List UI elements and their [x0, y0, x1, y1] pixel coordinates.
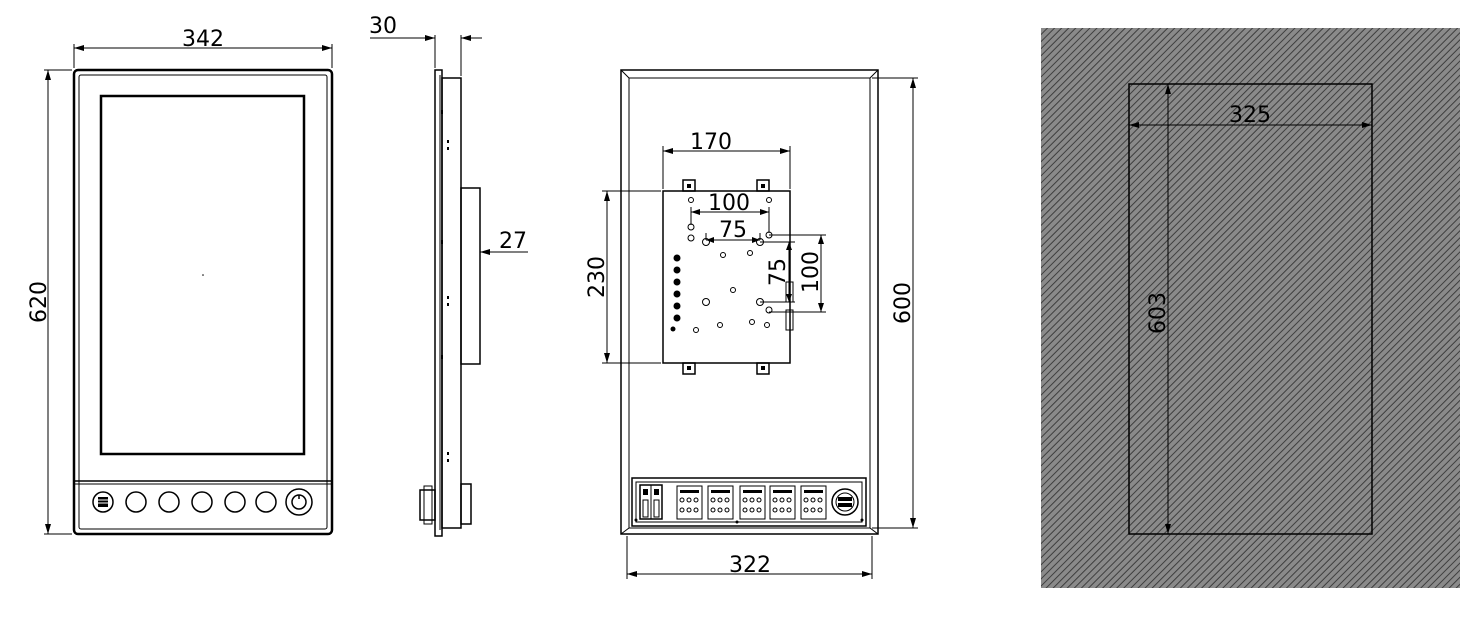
front-width-label: 342 — [182, 27, 224, 52]
function-buttons — [92, 488, 313, 516]
side-depth-label: 30 — [369, 14, 397, 39]
rear-view: 170 100 75 230 75 100 — [585, 69, 918, 579]
rear-vesa-inner-label: 75 — [719, 218, 747, 243]
cutout-height-label: 603 — [1146, 292, 1171, 334]
function-button-icon — [158, 491, 180, 513]
front-bezel — [72, 68, 334, 536]
side-box — [460, 187, 481, 365]
side-box-depth-label: 27 — [499, 229, 527, 254]
rear-mount-width-label: 170 — [690, 130, 732, 155]
mount-box — [662, 179, 794, 375]
front-height-label: 620 — [27, 281, 52, 323]
rear-width-label: 322 — [729, 553, 771, 578]
rear-outer-frame — [620, 69, 879, 535]
side-bezel — [434, 69, 443, 537]
panel-cutout-view: 325 603 — [1041, 28, 1460, 588]
function-button-icon — [255, 491, 277, 513]
hatched-panel — [1041, 28, 1460, 588]
button-icon — [92, 491, 114, 513]
cutout-width-label: 325 — [1229, 103, 1271, 128]
usb-connector-icon — [831, 488, 859, 516]
function-button-icon — [125, 491, 147, 513]
terminal-strip — [631, 477, 867, 527]
emergency-stop-icon — [285, 488, 313, 516]
side-view: 30 27 — [369, 14, 528, 537]
terminal-block-icon — [639, 484, 663, 520]
function-button-icon — [224, 491, 246, 513]
front-view: 342 620 — [27, 27, 334, 536]
rear-mount-height-label: 230 — [585, 256, 610, 298]
rear-vesa-vertical-inner-label: 75 — [766, 258, 791, 286]
rear-height-label: 600 — [891, 282, 916, 324]
function-button-icon — [191, 491, 213, 513]
rear-vesa-outer-label: 100 — [708, 191, 750, 216]
side-connector — [419, 483, 472, 525]
rear-vesa-vertical-outer-label: 100 — [799, 251, 824, 293]
front-screen — [99, 94, 306, 456]
cutout-opening — [1128, 83, 1373, 535]
